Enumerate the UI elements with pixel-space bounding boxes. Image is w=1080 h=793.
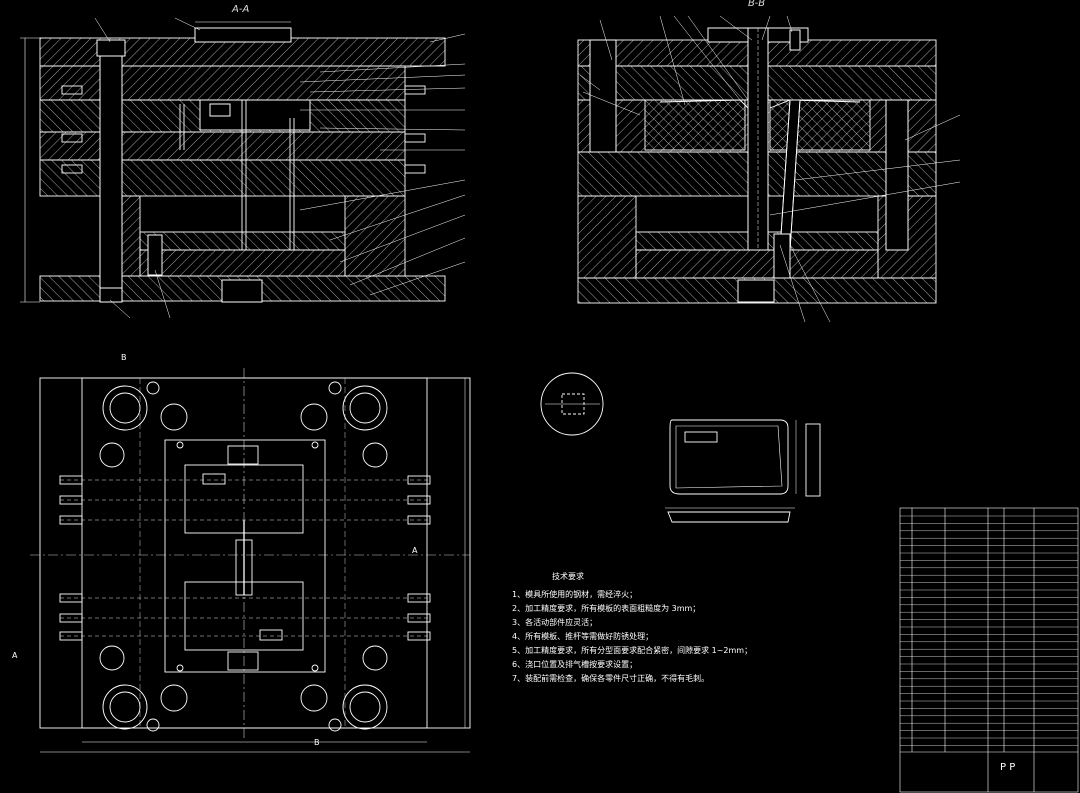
note-item: 5、加工精度要求，所有分型面要求配合紧密，间隙要求 1~2mm； [512, 646, 753, 655]
section-aa-title: A-A [231, 4, 249, 15]
note-item: 3、各活动部件应灵活； [512, 618, 598, 627]
product-view [665, 419, 821, 523]
note-item: 2、加工精度要求，所有模板的表面粗糙度为 3mm； [512, 604, 701, 613]
screw-hole-icon [146, 381, 342, 732]
section-aa-view: A-A [20, 4, 466, 319]
note-item: 7、装配前需检查，确保各零件尺寸正确，不得有毛刺。 [512, 674, 710, 683]
note-item: 4、所有模板、推杆等需做好防锈处理； [512, 632, 654, 641]
notes-title: 技术要求 [552, 572, 584, 581]
note-item: 1、模具所使用的钢材，需经淬火； [512, 590, 638, 599]
water-fitting-icon [61, 85, 426, 174]
parts-list-table [899, 507, 1079, 793]
material-code: P P [1000, 762, 1015, 773]
view-marker-b-bottom: B [314, 738, 320, 747]
plan-view: B B A A [12, 353, 471, 753]
view-marker-a-left: A [12, 651, 18, 660]
water-fitting-icon [59, 475, 431, 641]
section-bb-title: B-B [748, 0, 765, 9]
section-bb-view: B-B [577, 0, 961, 323]
guide-bush-icon [99, 385, 388, 730]
note-item: 6、浇口位置及排气槽按要求设置； [512, 660, 638, 669]
detail-view [540, 372, 604, 436]
view-marker-a-right: A [412, 546, 418, 555]
view-marker-b-top: B [121, 353, 127, 362]
parts-list-rows [900, 515, 1078, 746]
